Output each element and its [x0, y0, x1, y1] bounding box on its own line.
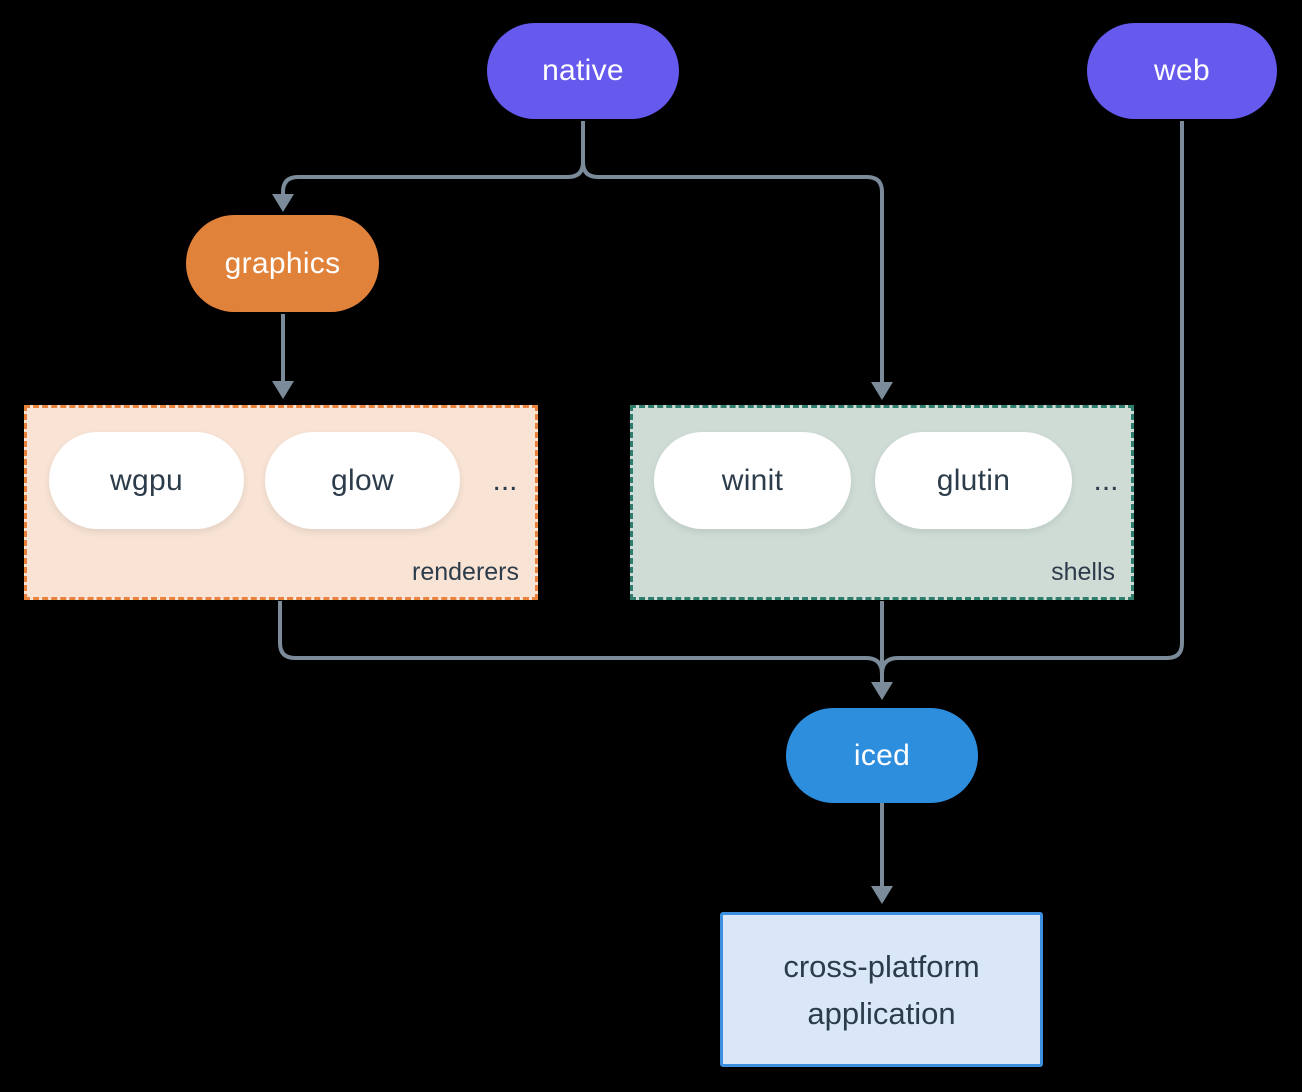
arrowhead-into-renderers [272, 381, 294, 399]
node-cross-platform-application: cross-platform application [720, 912, 1043, 1067]
node-glow: glow [265, 432, 460, 529]
node-winit: winit [654, 432, 851, 529]
node-glutin: glutin [875, 432, 1072, 529]
arrowhead-into-graphics [272, 194, 294, 212]
node-web: web [1087, 23, 1277, 119]
node-graphics: graphics [186, 215, 379, 312]
arrowhead-into-application [871, 886, 893, 904]
node-native: native [487, 23, 679, 119]
application-label-line2: application [807, 995, 956, 1031]
group-shells: winit glutin ... shells [630, 405, 1134, 600]
renderers-group-label: renderers [412, 558, 519, 586]
node-wgpu: wgpu [49, 432, 244, 529]
group-renderers: wgpu glow ... renderers [24, 405, 538, 600]
shells-ellipsis: ... [1093, 463, 1119, 497]
application-label-line1: cross-platform [783, 948, 980, 984]
renderers-ellipsis: ... [492, 463, 518, 497]
edge-native-to-graphics [281, 121, 585, 194]
node-iced: iced [786, 708, 978, 803]
edge-native-to-shells [581, 121, 884, 383]
edge-renderers-to-iced [278, 601, 884, 675]
shells-group-label: shells [1051, 558, 1115, 586]
arrowhead-into-shells [871, 382, 893, 400]
arrowhead-into-iced [871, 682, 893, 700]
